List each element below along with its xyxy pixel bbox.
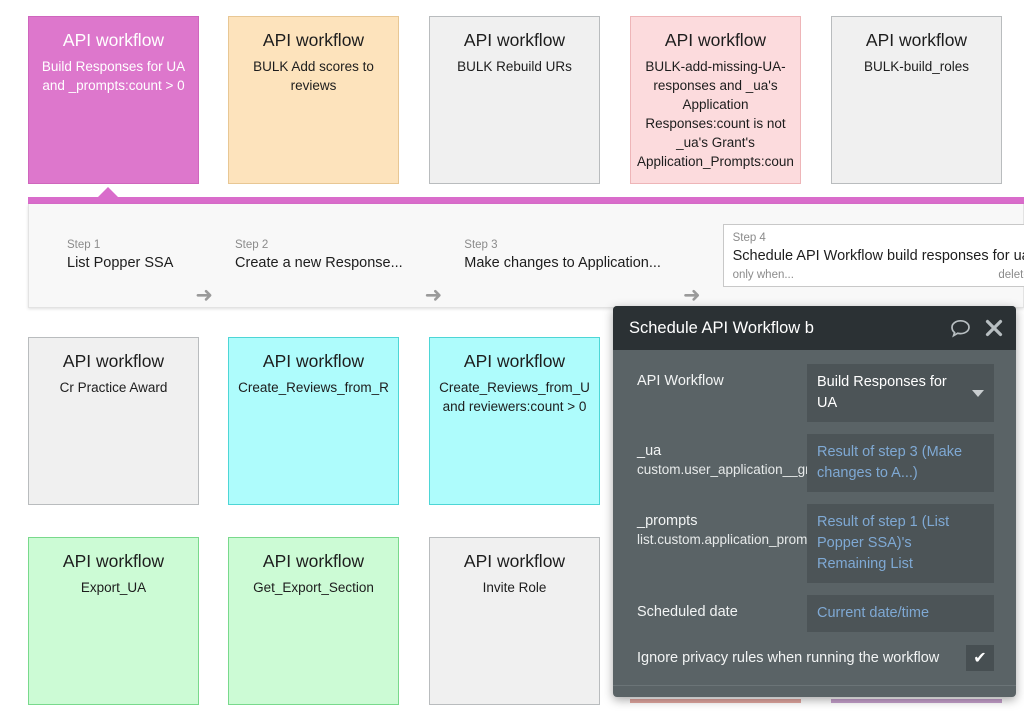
workflow-card-name: Build Responses for UA and _prompts:coun… [41,59,186,93]
panel-field-value[interactable]: Result of step 1 (List Popper SSA)'s Rem… [807,504,994,583]
panel-field-value[interactable]: Current date/time [807,595,994,632]
step-title-label: Schedule API Workflow build responses fo… [732,248,1024,264]
panel-field-value[interactable]: Result of step 3 (Make changes to A...) [807,434,994,492]
panel-field-label: _ua custom.user_application__greg_ [637,434,833,479]
workflow-card-type: API workflow [463,351,566,371]
panel-field-value-text: Result of step 1 (List Popper SSA)'s Rem… [817,514,950,572]
panel-field-value-text: Current date/time [817,605,930,621]
panel-field-sublabel: list.custom.application_prompts [637,532,826,547]
panel-field-label: API Workflow [637,364,807,391]
panel-field-label-text: API Workflow [637,373,724,389]
selection-pointer-icon [97,187,119,198]
workflow-card-name: BULK-build_roles [863,59,970,74]
ignore-privacy-rules-row[interactable]: Ignore privacy rules when running the wo… [637,645,994,671]
panel-header: Schedule API Workflow b [613,306,1016,350]
step-delete-button[interactable]: delete [998,269,1024,281]
workflow-card-type: API workflow [62,351,165,371]
step-number-label: Step 4 [732,232,766,244]
workflow-card-type: API workflow [62,551,165,571]
workflow-card-name: Cr Practice Award [59,380,168,395]
chevron-down-icon[interactable] [972,389,984,397]
workflow-card-type: API workflow [865,30,968,50]
workflow-card-name: Get_Export_Section [253,580,374,595]
step-title-label: Make changes to Application... [464,255,661,271]
step-number-label: Step 1 [67,239,101,251]
panel-field-label: Scheduled date [637,595,807,622]
panel-field-row: Scheduled date Current date/time [637,595,994,633]
speech-bubble-icon[interactable] [950,319,972,338]
workflow-card-peek[interactable] [630,699,801,703]
workflow-step-2[interactable]: Step 2 Create a new Response... [235,238,403,273]
workflow-card-type: API workflow [62,30,165,50]
workflow-card-name: Invite Role [482,580,547,595]
panel-field-value-text: Build Responses for UA [817,374,947,411]
close-icon[interactable] [984,318,1004,338]
panel-field-row: _ua custom.user_application__greg_Result … [637,434,994,492]
workflow-card-name: Create_Reviews_from_R [238,380,389,395]
workflow-card-name: BULK-add-missing-UA-responses and _ua's … [637,59,794,169]
panel-field-row: API Workflow Build Responses for UA [637,364,994,422]
workflow-card-name: BULK Rebuild URs [457,59,572,74]
workflow-step-1[interactable]: Step 1 List Popper SSA [67,238,173,273]
step-only-when-label: only when... [732,269,794,281]
step-arrow-icon: ➜ [682,283,701,307]
selection-bar [28,197,1024,204]
panel-field-label: _prompts list.custom.application_prompts [637,504,826,549]
step-number-label: Step 2 [235,239,269,251]
workflow-card-peek[interactable] [831,699,1002,703]
workflow-card-type: API workflow [463,551,566,571]
panel-field-sublabel: custom.user_application__greg_ [637,462,833,477]
panel-field-label-text: _prompts [637,513,698,529]
workflow-card-name: Create_Reviews_from_U and reviewers:coun… [439,380,590,414]
step-title-label: List Popper SSA [67,255,174,271]
panel-title: Schedule API Workflow b [629,318,814,337]
panel-field-value[interactable]: Build Responses for UA [807,364,994,422]
step-number-label: Step 3 [464,239,498,251]
step-arrow-icon: ➜ [424,283,443,307]
workflow-steps-strip: Step 1 List Popper SSA ➜ Step 2 Create a new… [28,204,1024,308]
workflow-card-type: API workflow [664,30,767,50]
workflow-step-3[interactable]: Step 3 Make changes to Application... [464,238,661,273]
ignore-privacy-rules-checkbox[interactable]: ✔ [966,645,994,671]
workflow-card-name: Export_UA [80,580,147,595]
panel-field-label-text: Scheduled date [637,604,738,620]
workflow-card-type: API workflow [463,30,566,50]
workflow-card-type: API workflow [262,551,365,571]
workflow-card-name: BULK Add scores to reviews [253,59,374,93]
step-title-label: Create a new Response... [235,255,403,271]
ignore-privacy-rules-label: Ignore privacy rules when running the wo… [637,650,940,666]
workflow-step-4[interactable]: Step 4 Schedule API Workflow build respon… [722,224,1024,287]
step-arrow-icon: ➜ [195,283,214,307]
panel-field-label-text: _ua [637,443,662,459]
workflow-card[interactable]: API workflow Cr Practice Award [28,337,199,505]
panel-field-value-text: Result of step 3 (Make changes to A...) [817,444,963,481]
workflow-card-type: API workflow [262,30,365,50]
workflow-properties-panel: Schedule API Workflow b API Workflow Buil… [613,306,1016,697]
panel-divider [613,685,1016,686]
workflow-card-type: API workflow [262,351,365,371]
